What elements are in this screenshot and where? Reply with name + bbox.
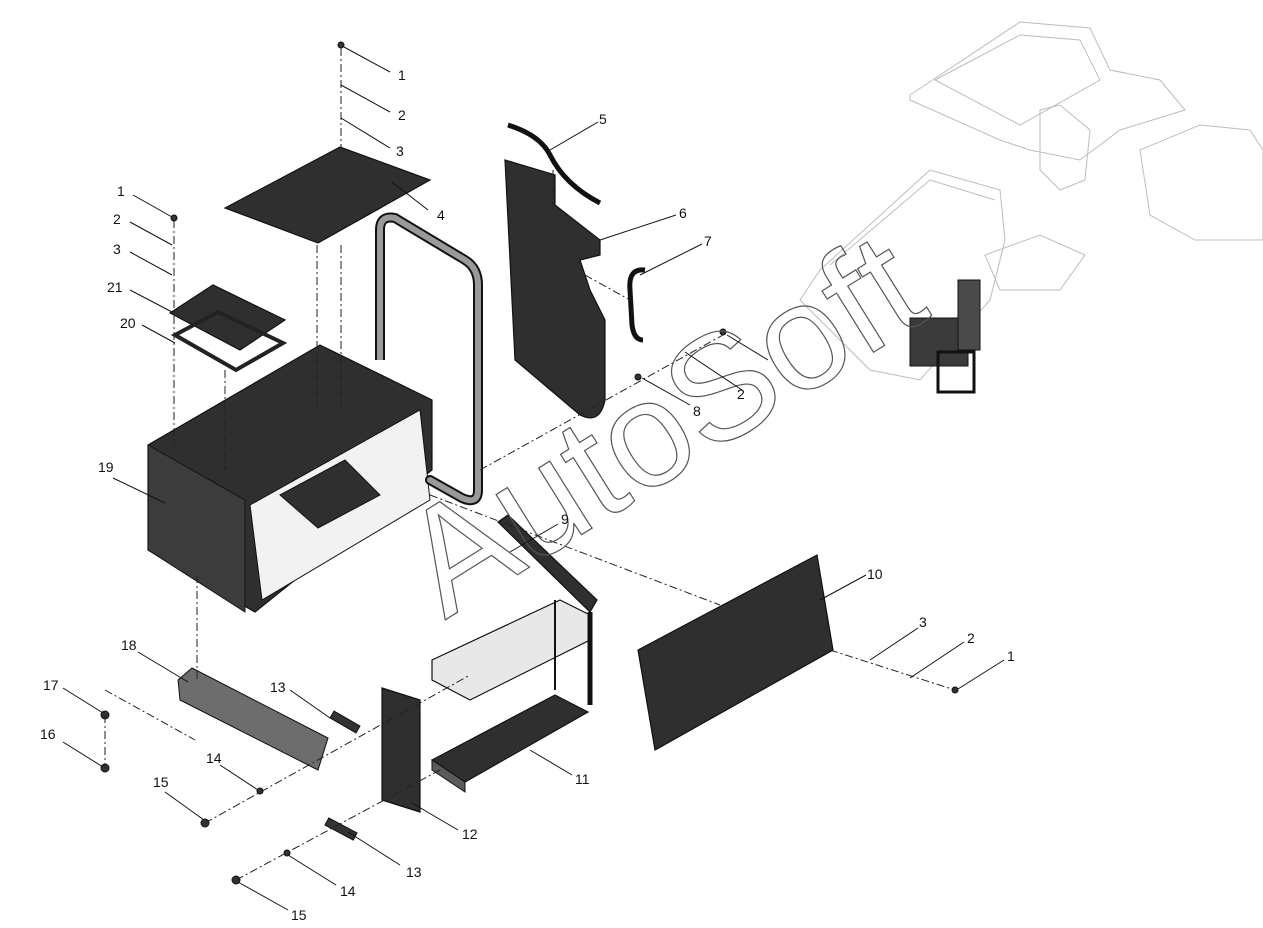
callout-1: 1 xyxy=(117,183,125,199)
callout-21: 21 xyxy=(107,279,123,295)
callout-2: 2 xyxy=(398,107,406,123)
callout-2: 2 xyxy=(737,386,745,402)
callout-11: 11 xyxy=(575,771,590,787)
callout-8: 8 xyxy=(693,403,701,419)
callout-2: 2 xyxy=(967,630,975,646)
callout-3: 3 xyxy=(919,614,927,630)
callout-labels: 1 2 3 4 5 6 7 1 2 3 21 20 2 8 19 9 10 3 … xyxy=(40,67,1015,923)
callout-17: 17 xyxy=(43,677,59,693)
callout-1: 1 xyxy=(1007,648,1015,664)
side-door-panel xyxy=(504,159,606,419)
callout-16: 16 xyxy=(40,726,56,742)
callout-4: 4 xyxy=(437,207,445,223)
callout-15: 15 xyxy=(291,907,307,923)
storage-box-body xyxy=(147,344,433,613)
callout-14: 14 xyxy=(340,883,356,899)
callout-3: 3 xyxy=(396,143,404,159)
door-handle xyxy=(627,267,646,343)
door-seal-strip xyxy=(507,122,602,206)
step-bracket xyxy=(177,667,329,771)
assembly-axis-lines xyxy=(104,48,956,881)
top-cover-panel xyxy=(223,146,432,244)
mounting-plate xyxy=(381,687,421,813)
callout-3: 3 xyxy=(113,241,121,257)
callout-13: 13 xyxy=(406,864,422,880)
callout-13: 13 xyxy=(270,679,286,695)
callout-9: 9 xyxy=(561,511,569,527)
watermark-text: AutoSoft xyxy=(373,200,950,647)
upper-mounting-bracket xyxy=(497,514,598,613)
callout-leaders xyxy=(62,46,1005,911)
rear-panel xyxy=(637,554,834,751)
callout-20: 20 xyxy=(120,315,136,331)
callout-18: 18 xyxy=(121,637,137,653)
callout-7: 7 xyxy=(704,233,712,249)
vehicle-overview-illustration xyxy=(799,21,1263,394)
callout-2: 2 xyxy=(113,211,121,227)
callout-5: 5 xyxy=(599,111,607,127)
callout-14: 14 xyxy=(206,750,222,766)
callout-6: 6 xyxy=(679,205,687,221)
callout-10: 10 xyxy=(867,566,883,582)
callout-19: 19 xyxy=(98,459,114,475)
access-gasket xyxy=(170,309,288,373)
lower-mounting-bracket xyxy=(430,694,590,783)
fastener-set xyxy=(100,41,959,885)
callout-1: 1 xyxy=(398,67,406,83)
callout-15: 15 xyxy=(153,774,169,790)
callout-12: 12 xyxy=(462,826,478,842)
